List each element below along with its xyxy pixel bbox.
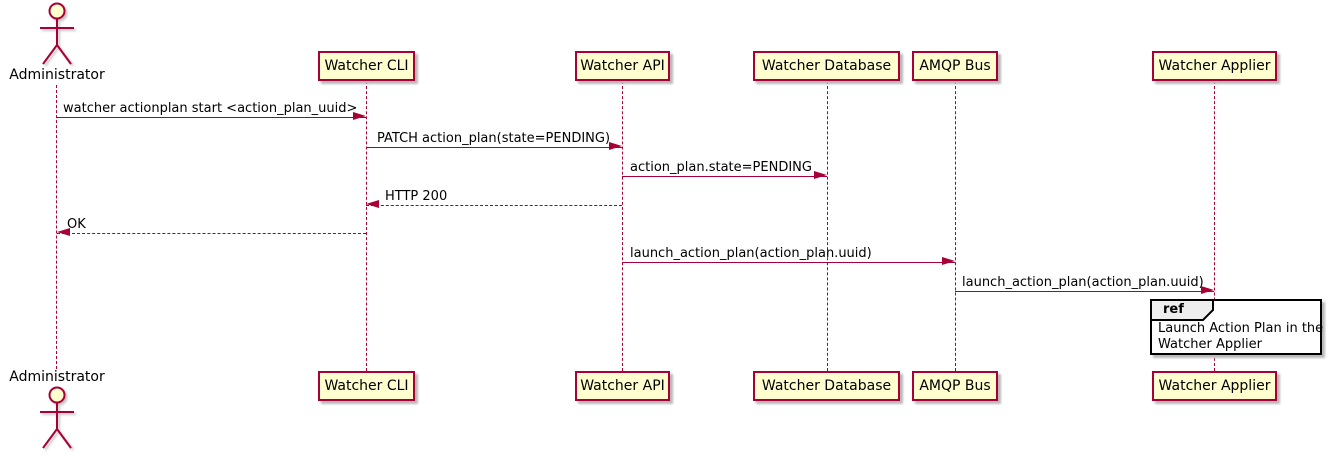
message-4-arrowhead-icon [366,200,379,208]
lifeline-watcher-database [827,81,828,371]
participant-watcher-api-bottom: Watcher API [575,371,670,401]
message-1-arrowhead-icon [353,112,366,120]
message-6-line [622,262,955,263]
participant-amqp-bus-top: AMQP Bus [912,51,998,81]
ref-keyword: ref [1163,302,1184,317]
message-2-line [366,147,622,148]
participant-watcher-api-top: Watcher API [575,51,670,81]
actor-label-administrator-top: Administrator [9,67,105,83]
lifeline-watcher-cli [366,81,367,371]
participant-watcher-applier-top: Watcher Applier [1152,51,1277,81]
ref-text-line-1: Launch Action Plan in the [1158,321,1324,336]
ref-text-line-2: Watcher Applier [1158,337,1262,352]
message-7-line [955,291,1214,292]
message-4-label: HTTP 200 [385,189,448,204]
message-5-label: OK [67,217,86,232]
lifeline-amqp-bus [955,81,956,371]
message-6-arrowhead-icon [942,257,955,265]
message-3-arrowhead-icon [814,171,827,179]
administrator-actor-icon-bottom [40,386,74,449]
message-4-line [366,205,622,206]
participant-watcher-cli-bottom: Watcher CLI [318,371,415,401]
message-2-label: PATCH action_plan(state=PENDING) [377,131,611,146]
participant-watcher-cli-top: Watcher CLI [318,51,415,81]
participant-watcher-applier-bottom: Watcher Applier [1152,371,1277,401]
message-5-line [57,233,366,234]
message-1-label: watcher actionplan start <action_plan_uu… [63,101,358,116]
message-2-arrowhead-icon [609,142,622,150]
lifeline-watcher-applier [1214,81,1215,371]
actor-label-administrator-bottom: Administrator [9,369,105,385]
ref-tab-icon [1150,299,1214,321]
message-3-label: action_plan.state=PENDING [630,160,812,175]
participant-watcher-database-bottom: Watcher Database [753,371,900,401]
message-7-arrowhead-icon [1201,286,1214,294]
participant-amqp-bus-bottom: AMQP Bus [912,371,998,401]
participant-watcher-database-top: Watcher Database [753,51,900,81]
message-5-arrowhead-icon [57,228,70,236]
message-6-label: launch_action_plan(action_plan.uuid) [630,246,872,261]
message-1-line [57,117,366,118]
ref-fragment: ref Launch Action Plan in the Watcher Ap… [1150,299,1324,355]
lifeline-watcher-api [622,81,623,371]
message-7-label: launch_action_plan(action_plan.uuid) [962,275,1204,290]
administrator-actor-icon [40,2,74,65]
message-3-line [622,176,827,177]
lifeline-administrator [56,85,57,369]
